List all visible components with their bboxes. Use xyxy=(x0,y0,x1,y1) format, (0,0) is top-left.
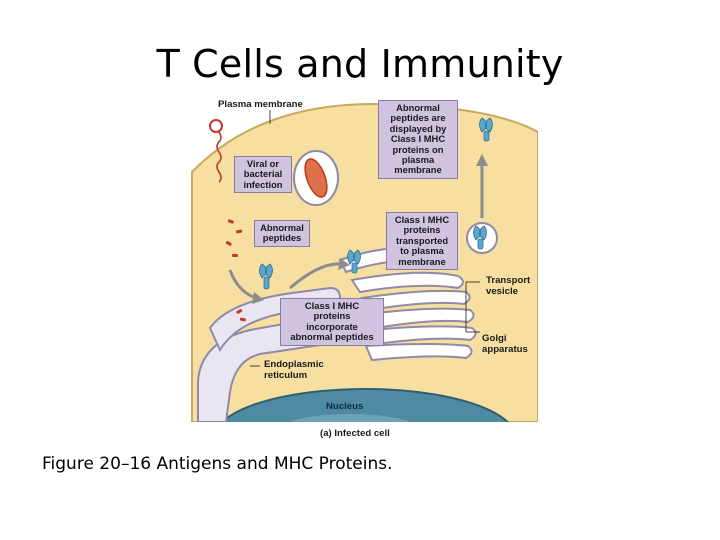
box-displayed-line: membrane xyxy=(394,164,442,176)
box-infection-line: Viral or xyxy=(246,158,280,169)
cell-illustration xyxy=(190,92,538,422)
label-golgi-apparatus: Golgi apparatus xyxy=(482,333,528,355)
label-transport-vesicle-line: Transport xyxy=(486,275,531,286)
label-transport-vesicle-line: vesicle xyxy=(486,285,519,297)
box-abnormal-peptides-line: peptides xyxy=(262,232,302,244)
label-endoplasmic-reticulum: Endoplasmic reticulum xyxy=(264,359,324,381)
label-golgi-line: Golgi xyxy=(482,333,507,344)
box-transported-line: to plasma xyxy=(400,245,444,257)
box-incorporate-line: proteins xyxy=(313,310,351,322)
box-peptides-displayed: Abnormal peptides are displayed by Class… xyxy=(378,100,458,179)
nucleus-shape xyxy=(221,388,509,422)
box-transported-line: membrane xyxy=(398,255,446,267)
infected-cell-figure: Plasma membrane Viral or bacterial infec… xyxy=(190,92,538,444)
box-displayed-line: Abnormal xyxy=(396,102,440,113)
box-incorporate-line: abnormal peptides xyxy=(290,331,374,343)
box-displayed-line: Class I MHC xyxy=(390,133,446,145)
box-infection: Viral or bacterial infection xyxy=(234,156,292,194)
box-transported-line: Class I MHC xyxy=(394,214,450,225)
box-infection-line: infection xyxy=(243,178,283,190)
slide-title: T Cells and Immunity xyxy=(156,42,564,86)
label-nucleus: Nucleus xyxy=(326,401,364,412)
label-er-line: Endoplasmic xyxy=(264,359,324,370)
box-mhc-incorporate: Class I MHC proteins incorporate abnorma… xyxy=(280,298,384,346)
label-plasma-membrane: Plasma membrane xyxy=(218,99,303,110)
box-incorporate-line: incorporate xyxy=(306,320,358,332)
box-displayed-line: displayed by xyxy=(389,122,447,134)
label-transport-vesicle: Transport vesicle xyxy=(486,275,531,297)
box-mhc-transported: Class I MHC proteins transported to plas… xyxy=(386,212,458,271)
figure-caption: Figure 20–16 Antigens and MHC Proteins. xyxy=(42,454,393,474)
box-displayed-line: peptides are xyxy=(390,112,446,124)
box-incorporate-line: Class I MHC xyxy=(304,300,360,311)
label-er-line: reticulum xyxy=(264,369,308,381)
label-panel-caption: (a) Infected cell xyxy=(320,428,390,439)
box-abnormal-peptides: Abnormal peptides xyxy=(254,220,310,247)
box-infection-line: bacterial xyxy=(243,168,283,180)
box-transported-line: transported xyxy=(395,234,449,246)
box-transported-line: proteins xyxy=(403,224,441,236)
box-displayed-line: proteins on xyxy=(392,143,444,155)
box-abnormal-peptides-line: Abnormal xyxy=(260,222,304,233)
label-golgi-line: apparatus xyxy=(482,343,528,355)
box-displayed-line: plasma xyxy=(401,154,435,166)
